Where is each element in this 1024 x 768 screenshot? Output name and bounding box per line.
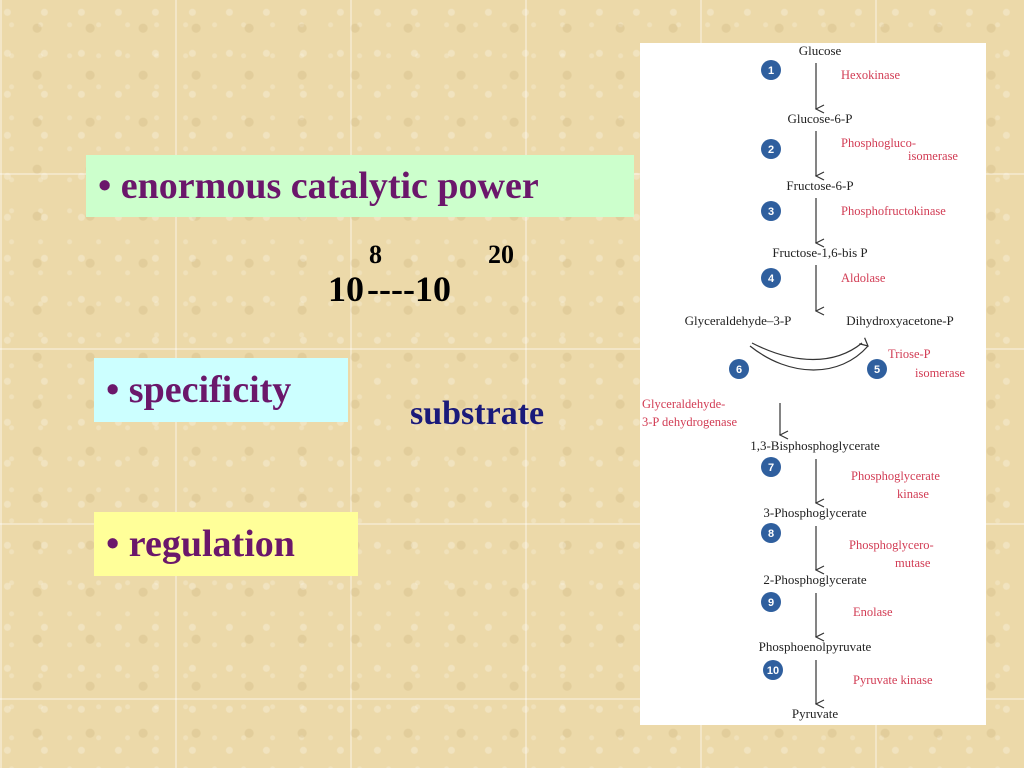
step-number-7: 7 [768, 462, 774, 474]
compound-fructose-1-6-bisp: Fructose-1,6-bis P [772, 245, 867, 260]
enzyme-triose-p-isomerase-line2: isomerase [915, 366, 965, 380]
enzyme-phosphoglycerate-kinase-line2: kinase [897, 487, 929, 501]
bullet-specificity-text: • specificity [106, 369, 292, 411]
step-number-5: 5 [874, 364, 880, 376]
step-number-3: 3 [768, 206, 774, 218]
step-circle-6 [729, 359, 749, 379]
step-number-8: 8 [768, 528, 774, 540]
step-number-6: 6 [736, 364, 742, 376]
compound-fructose-6-p: Fructose-6-P [786, 178, 853, 193]
step-circle-7 [761, 457, 781, 477]
enzyme-phosphoglyceromutase-line1: Phosphoglycero- [849, 538, 934, 552]
step-circle-9 [761, 592, 781, 612]
enzyme-aldolase: Aldolase [841, 271, 886, 285]
step-markers: 1 2 3 4 5 6 7 8 9 10 [729, 60, 887, 680]
enzyme-triose-p-isomerase-line1: Triose-P [888, 347, 931, 361]
enzyme-phosphoglyceromutase-line2: mutase [895, 556, 931, 570]
compound-glucose-6-p: Glucose-6-P [788, 111, 853, 126]
step-circle-3 [761, 201, 781, 221]
enzyme-phosphoglucoisomerase-line1: Phosphogluco- [841, 136, 916, 150]
power-separator: ----10 [367, 269, 451, 309]
arrow-isomerase-back [751, 342, 863, 361]
glycolysis-pathway-diagram: Glucose Glucose-6-P Fructose-6-P Fructos… [640, 43, 986, 725]
enzyme-g3p-dehydrogenase-line2: 3-P dehydrogenase [642, 415, 737, 429]
compound-dihydroxyacetone-p: Dihydroxyacetone-P [846, 313, 954, 328]
compound-2-phosphoglycerate: 2-Phosphoglycerate [763, 572, 866, 587]
enzyme-phosphoglucoisomerase-line2: isomerase [908, 149, 958, 163]
bullet-regulation-text: • regulation [106, 523, 295, 565]
step-number-4: 4 [768, 273, 775, 285]
enzyme-pyruvate-kinase: Pyruvate kinase [853, 673, 933, 687]
step-number-2: 2 [768, 144, 774, 156]
enzyme-phosphofructokinase: Phosphofructokinase [841, 204, 946, 218]
step-circle-10 [763, 660, 783, 680]
enzyme-enolase: Enolase [853, 605, 893, 619]
step-circle-8 [761, 523, 781, 543]
compound-glyceraldehyde-3-p: Glyceraldehyde–3-P [685, 313, 792, 328]
power-exponent-right: 20 [488, 240, 514, 269]
enzyme-g3p-dehydrogenase-line1: Glyceraldehyde- [642, 397, 725, 411]
enzyme-hexokinase: Hexokinase [841, 68, 900, 82]
compound-3-phosphoglycerate: 3-Phosphoglycerate [763, 505, 866, 520]
step-number-1: 1 [768, 65, 774, 77]
bullet-specificity: • specificity [94, 358, 348, 422]
pathway-arrows [749, 63, 868, 704]
bullet-catalytic-power-text: • enormous catalytic power [98, 165, 539, 207]
power-base-left: 10 [328, 269, 364, 309]
compound-1-3-bisphosphoglycerate: 1,3-Bisphosphoglycerate [750, 438, 880, 453]
enzyme-phosphoglycerate-kinase-line1: Phosphoglycerate [851, 469, 940, 483]
compound-glucose: Glucose [799, 43, 842, 58]
arrow-isomerase-forward [749, 346, 868, 371]
compound-phosphoenolpyruvate: Phosphoenolpyruvate [759, 639, 872, 654]
bullet-catalytic-power: • enormous catalytic power [86, 155, 634, 217]
step-number-10: 10 [767, 665, 779, 677]
step-circle-5 [867, 359, 887, 379]
compound-pyruvate: Pyruvate [792, 706, 838, 721]
step-circle-2 [761, 139, 781, 159]
bullet-regulation: • regulation [94, 512, 358, 576]
step-circle-1 [761, 60, 781, 80]
step-number-9: 9 [768, 597, 774, 609]
step-circle-4 [761, 268, 781, 288]
substrate-label: substrate [410, 395, 545, 432]
power-exponent-left: 8 [369, 240, 382, 269]
